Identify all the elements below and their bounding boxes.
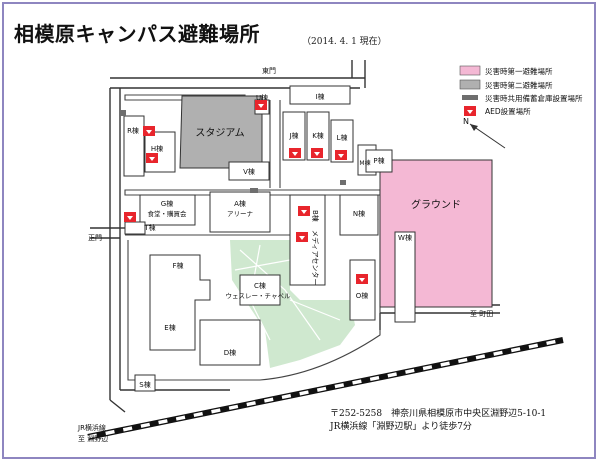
aed-icon [289, 148, 301, 158]
label-j: J棟 [288, 131, 298, 140]
north-arrow: N [463, 117, 506, 149]
building-n [339, 194, 379, 236]
legend-label-stockpile: 災害時共用備蓄倉庫設置場所 [485, 93, 583, 103]
label-a-sub: アリーナ [227, 210, 253, 218]
green-area [230, 240, 355, 368]
green-paths [234, 244, 341, 341]
legend-label-second: 災害時第二避難場所 [485, 80, 553, 90]
building-i [289, 85, 351, 105]
legend-swatch-stockpile [462, 95, 478, 100]
building-c [239, 274, 281, 306]
label-n: N棟 [353, 209, 365, 218]
stockpile-markers [120, 110, 346, 193]
label-b-sub: メディアセンター [311, 230, 320, 285]
aed-icon [464, 106, 476, 116]
label-f: F棟 [172, 261, 183, 270]
building-r [123, 115, 145, 177]
label-t: T棟 [143, 223, 155, 232]
address-line1: 〒252-5258 神奈川県相模原市中央区淵野辺5-10-1 [330, 409, 547, 419]
label-d: D棟 [224, 348, 236, 357]
label-o: O棟 [356, 291, 369, 300]
page-title: 相模原キャンパス避難場所 [14, 22, 260, 46]
gate-main: 正門 [88, 234, 102, 242]
label-v: V棟 [243, 167, 255, 176]
label-k: K棟 [312, 131, 324, 140]
building-s [134, 374, 156, 392]
building-t [124, 221, 146, 235]
aed-markers [124, 100, 368, 284]
aed-icon [124, 212, 136, 222]
address-block: 〒252-5258 神奈川県相模原市中央区淵野辺5-10-1 JR横浜線「淵野辺… [330, 408, 546, 434]
building-p [365, 149, 393, 173]
north-icon: N [463, 117, 469, 126]
label-c: C棟 [254, 281, 266, 290]
aed-icon [255, 100, 267, 110]
direction-fuchinobe: 至 淵野辺 [78, 434, 108, 443]
legend-label-aed: AED設置場所 [485, 106, 531, 116]
label-p: P棟 [373, 156, 384, 165]
direction-machida: 至 町田 [470, 310, 493, 318]
aed-icon [356, 274, 368, 284]
legend: 災害時第一避難場所 災害時第二避難場所 災害時共用備蓄倉庫設置場所 AED設置場… [459, 65, 583, 116]
label-s: S棟 [139, 380, 150, 389]
label-g: G棟 [161, 199, 173, 208]
label-b: B棟 [311, 210, 320, 222]
building-w [394, 231, 416, 323]
stadium-label: スタジアム [195, 127, 244, 139]
gate-east: 東門 [262, 66, 276, 75]
label-e: E棟 [164, 323, 175, 332]
aed-icon [335, 150, 347, 160]
direction-jr-line: JR横浜線 [77, 423, 106, 432]
label-a: A棟 [234, 199, 246, 208]
label-u: U棟 [256, 93, 268, 102]
buildings [123, 85, 416, 392]
building-h [144, 131, 176, 173]
building-v [228, 161, 270, 181]
building-g [139, 194, 196, 226]
aed-icon [311, 148, 323, 158]
building-e-f [149, 254, 211, 351]
label-r: R棟 [127, 126, 139, 135]
label-b-group: B棟 メディアセンター [311, 210, 320, 285]
building-a [209, 191, 271, 233]
date-stamp: （2014. 4. 1 現在） [302, 37, 387, 47]
legend-swatch-second [459, 79, 481, 90]
aed-icon [298, 206, 310, 216]
label-w: W棟 [398, 233, 412, 242]
legend-label-first: 災害時第一避難場所 [485, 66, 553, 76]
building-d [199, 319, 261, 366]
aed-icon [146, 153, 158, 163]
label-m: M棟 [359, 159, 370, 167]
building-o [349, 259, 376, 321]
railway [87, 337, 564, 440]
ground-label: グラウンド [411, 198, 461, 211]
label-g-sub: 食堂・購買会 [148, 209, 188, 218]
aed-icon [296, 232, 308, 242]
label-h: H棟 [151, 144, 163, 153]
aed-icon [143, 126, 155, 136]
label-l: L棟 [337, 133, 348, 142]
address-line2: JR横浜線「淵野辺駅」より徒歩7分 [330, 422, 472, 432]
legend-swatch-first [459, 65, 481, 76]
label-c-sub: ウェスレー・チャペル [226, 292, 291, 300]
label-i: I棟 [315, 92, 324, 101]
